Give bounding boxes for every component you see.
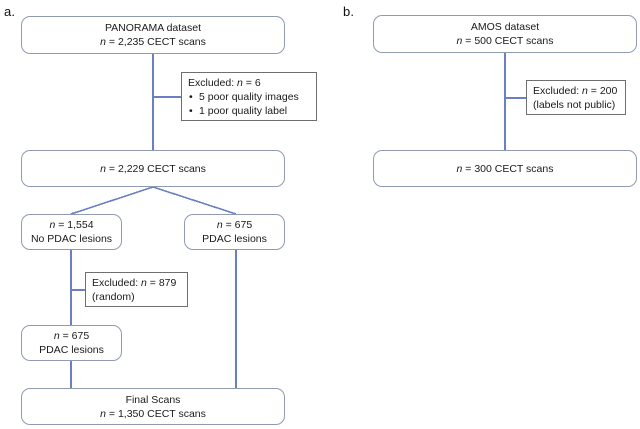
node-sampled-count: n = 675 (53, 330, 90, 342)
node-no-pdac-lesions: n = 1,554 No PDAC lesions (21, 214, 122, 250)
node-excluded-panorama: Excluded: n = 6 5 poor quality images 1 … (181, 72, 317, 121)
node-after-exclusion-2229: n = 2,229 CECT scans (21, 150, 285, 187)
excluded-amos-second-line: (labels not public) (533, 99, 616, 111)
node-final-title: Final Scans (125, 393, 181, 406)
node-final-scans: Final Scans n = 1,350 CECT scans (21, 388, 285, 425)
node-amos-dataset: AMOS dataset n = 500 CECT scans (373, 15, 637, 53)
node-amos-300-count: n = 300 CECT scans (456, 162, 554, 175)
node-excluded-random: Excluded: n = 879 (random) (85, 272, 188, 307)
excluded-amos-heading: Excluded: n = 200 (533, 85, 618, 97)
node-panorama-count: n = 2,235 CECT scans (100, 36, 206, 48)
connector-a-split-left (70, 186, 154, 215)
node-2229-count: n = 2,229 CECT scans (100, 162, 206, 175)
panel-label-a: a. (4, 4, 16, 19)
excluded-random-heading: Excluded: n = 879 (92, 277, 177, 289)
panel-label-b: b. (343, 4, 355, 19)
node-panorama-dataset: PANORAMA dataset n = 2,235 CECT scans (21, 16, 285, 54)
node-sampled-label: PDAC lesions (39, 344, 104, 356)
node-panorama-title: PANORAMA dataset (104, 22, 202, 34)
node-amos-count: n = 500 CECT scans (456, 35, 554, 47)
node-pdac-count: n = 675 (216, 219, 253, 231)
node-excluded-amos: Excluded: n = 200 (labels not public) (526, 80, 626, 115)
connector-a-split-right (152, 186, 237, 215)
excluded-random-second-line: (random) (92, 291, 135, 303)
node-final-count: n = 1,350 CECT scans (100, 407, 206, 420)
excluded-panorama-bullet-1: 5 poor quality images (188, 90, 299, 104)
excluded-panorama-bullets: 5 poor quality images 1 poor quality lab… (188, 90, 299, 118)
node-amos-after-exclusion: n = 300 CECT scans (373, 150, 637, 187)
node-no-pdac-label: No PDAC lesions (30, 233, 113, 245)
node-sampled-pdac-lesions: n = 675 PDAC lesions (21, 325, 122, 361)
node-no-pdac-count: n = 1,554 (49, 219, 94, 231)
excluded-panorama-heading: Excluded: n = 6 (188, 77, 261, 89)
node-pdac-lesions: n = 675 PDAC lesions (184, 214, 285, 250)
excluded-panorama-bullet-2: 1 poor quality label (188, 104, 299, 118)
node-amos-title: AMOS dataset (470, 21, 540, 33)
node-pdac-label: PDAC lesions (202, 233, 267, 245)
